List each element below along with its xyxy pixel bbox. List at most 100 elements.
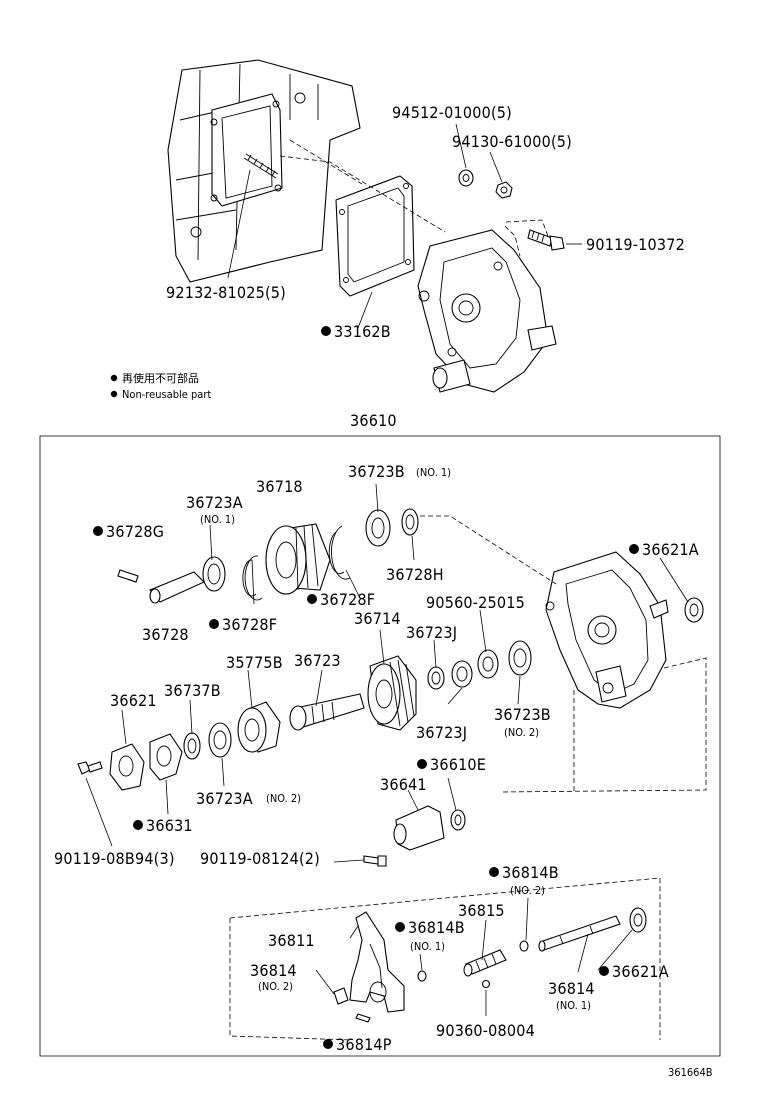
shaft-36723-drawing: [289, 693, 365, 731]
guide-line-top-3: [505, 219, 549, 237]
non-reusable-dot-36728G: [93, 526, 103, 536]
legend-text-jp: 再使用不可部品: [122, 371, 199, 385]
label-36728F-a: 36728F: [320, 590, 375, 609]
pin-36814P-drawing: [355, 1013, 371, 1023]
sublabel-36723B-no2: (NO. 2): [504, 726, 539, 739]
label-36815: 36815: [458, 901, 505, 920]
label-94130-61000: 94130-61000(5): [452, 132, 572, 151]
ring-36814B-no1-drawing: [417, 970, 427, 982]
needle-bearing-36723J-b-drawing: [451, 660, 473, 688]
oil-seal-36621A-bottom-drawing: [629, 907, 647, 933]
diagram-code: 361664B: [668, 1066, 713, 1079]
washer-90560-drawing: [477, 649, 499, 679]
guide-line-mid-2: [663, 657, 707, 700]
label-36723B-no2: 36723B: [494, 705, 551, 724]
label-36621A-top: 36621A: [642, 540, 699, 559]
label-36728H: 36728H: [386, 565, 444, 584]
bearing-36723A-no1-drawing: [202, 556, 226, 592]
non-reusable-dot-36728F-b: [209, 619, 219, 629]
label-36718: 36718: [256, 477, 303, 496]
assembly-frame: [39, 435, 721, 1057]
sublabel-36814-no1: (NO. 1): [556, 999, 591, 1012]
needle-bearing-36723J-a-drawing: [427, 666, 445, 690]
non-reusable-dot-36814B-no1: [395, 922, 405, 932]
shaft-36814-no1-drawing: [538, 915, 621, 952]
sublabel-36814B-no2: (NO. 2): [510, 884, 545, 897]
non-reusable-dot-36621A-top: [629, 544, 639, 554]
guide-line-top-4: [504, 225, 521, 257]
label-36814B-no1: 36814B: [408, 918, 465, 937]
bearing-36723A-no2-drawing: [208, 722, 232, 758]
label-36728G: 36728G: [106, 522, 164, 541]
label-36737B: 36737B: [164, 681, 221, 700]
sublabel-36723B-no1: (NO. 1): [416, 466, 451, 479]
non-reusable-dot-36631: [133, 820, 143, 830]
label-36811: 36811: [268, 931, 315, 950]
label-36814B-no2: 36814B: [502, 863, 559, 882]
label-36714: 36714: [354, 609, 401, 628]
legend-text-en: Non-reusable part: [122, 388, 211, 401]
non-reusable-dot-36621A-bottom: [599, 966, 609, 976]
non-reusable-dot-36814B-no2: [489, 867, 499, 877]
label-36814P: 36814P: [336, 1035, 392, 1054]
legend-dot-en: [110, 390, 118, 398]
label-35775B: 35775B: [226, 653, 283, 672]
label-92132-81025: 92132-81025(5): [166, 283, 286, 302]
nut-94130-drawing: [495, 181, 513, 199]
oil-seal-36621A-top-drawing: [684, 597, 704, 623]
label-90560-25015: 90560-25015: [426, 593, 525, 612]
label-36814-no2: 36814: [250, 961, 297, 980]
oring-36610E-drawing: [450, 809, 466, 831]
guide-line-top-2: [289, 139, 363, 185]
sleeve-35775B-drawing: [237, 701, 281, 753]
snap-ring-36728F-left-drawing: [242, 555, 263, 601]
gear-36718-drawing: [265, 523, 331, 595]
cover-36621-drawing: [109, 743, 145, 791]
sublabel-36814B-no1: (NO. 1): [410, 940, 445, 953]
non-reusable-dot-36610E: [417, 759, 427, 769]
shaft-36815-drawing: [463, 949, 507, 977]
washer-94512-drawing: [458, 169, 474, 187]
sublabel-36814-no2: (NO. 2): [258, 980, 293, 993]
bearing-36723B-no2-drawing: [508, 640, 532, 676]
sublabel-36723A-no1: (NO. 1): [200, 513, 235, 526]
shaft-36728-drawing: [149, 571, 205, 604]
bolt-90119-08B94-drawing: [77, 761, 103, 775]
assembly-label-36610: 36610: [350, 411, 397, 430]
label-36814-no1: 36814: [548, 979, 595, 998]
label-36723: 36723: [294, 651, 341, 670]
label-36723B-no1: 36723B: [348, 462, 405, 481]
label-36621A-bottom: 36621A: [612, 962, 669, 981]
guide-line-top-1: [279, 155, 446, 233]
label-36641: 36641: [380, 775, 427, 794]
part-36814-no2-drawing: [333, 987, 349, 1005]
label-36728: 36728: [142, 625, 189, 644]
label-36610E: 36610E: [430, 755, 486, 774]
shift-fork-36811-drawing: [349, 911, 405, 1013]
label-36631: 36631: [146, 816, 193, 835]
label-36723A-no1: 36723A: [186, 493, 243, 512]
label-36728F-b: 36728F: [222, 615, 277, 634]
label-90360-08004: 90360-08004: [436, 1021, 535, 1040]
ring-36814B-no2-drawing: [519, 940, 529, 952]
label-36723J-bottom: 36723J: [416, 723, 467, 742]
transmission-case-drawing: [167, 59, 361, 283]
part-36641-drawing: [393, 805, 445, 851]
washer-36728H-drawing: [401, 508, 419, 536]
label-94512-01000: 94512-01000(5): [392, 103, 512, 122]
gasket-33162B-drawing: [335, 175, 415, 297]
label-90119-08124: 90119-08124(2): [200, 849, 320, 868]
housing-36610-drawing: [545, 551, 669, 709]
legend-dot-jp: [110, 374, 118, 382]
label-33162B: 33162B: [334, 322, 391, 341]
label-36723J-top: 36723J: [406, 623, 457, 642]
pin-36728G-drawing: [117, 569, 139, 583]
non-reusable-dot-36814P: [323, 1039, 333, 1049]
guide-line-mid-1: [420, 515, 557, 585]
washer-36737B-drawing: [183, 732, 201, 760]
non-reusable-dot-33162B: [321, 326, 331, 336]
guide-line-mid-5: [229, 877, 661, 1040]
label-90119-08B94: 90119-08B94(3): [54, 849, 175, 868]
sublabel-36723A-no2: (NO. 2): [266, 792, 301, 805]
